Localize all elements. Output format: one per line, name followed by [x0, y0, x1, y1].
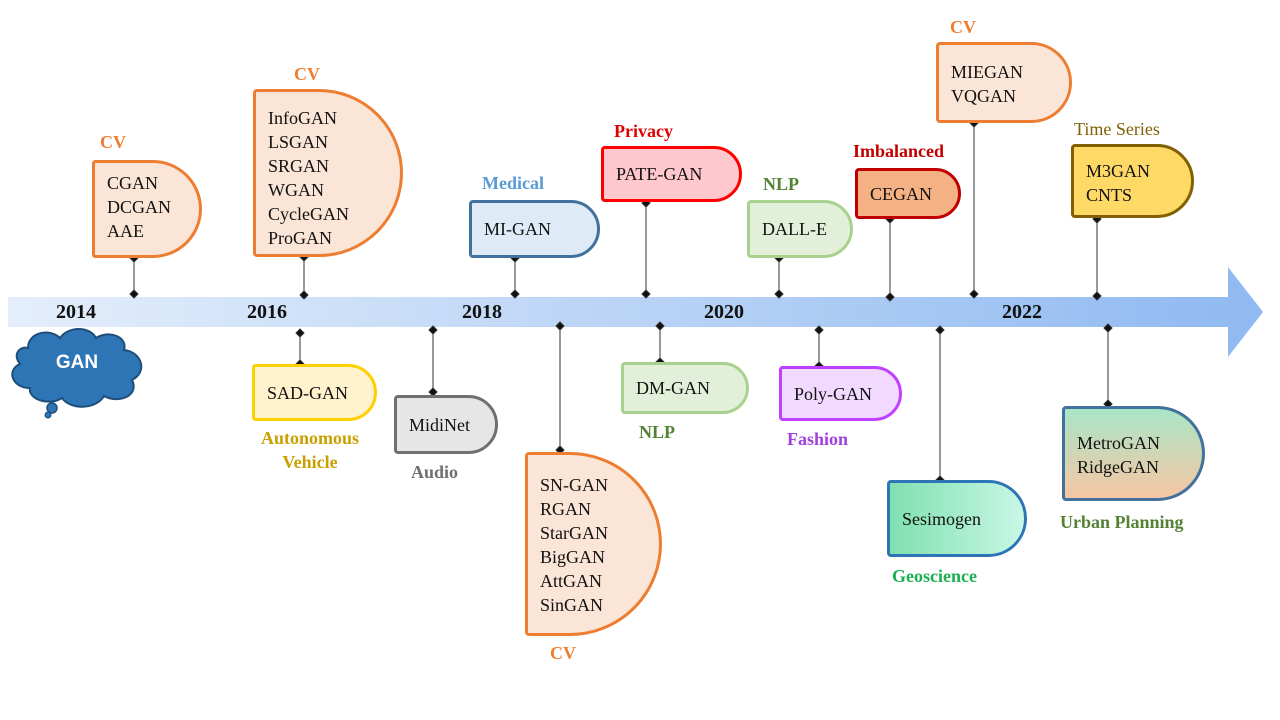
model-name: WGAN — [268, 180, 324, 200]
connector-diamond — [969, 289, 979, 299]
model-box-urban-planning: MetroGAN RidgeGAN — [1062, 406, 1205, 501]
category-label-nlp-dalle: NLP — [763, 174, 799, 194]
model-box-privacy: PATE-GAN — [601, 146, 742, 202]
model-name: MidiNet — [409, 415, 470, 435]
category-label-audio: Audio — [411, 462, 459, 482]
connector-diamond — [885, 292, 895, 302]
model-name: MI-GAN — [484, 219, 551, 239]
model-box-audio: MidiNet — [394, 395, 498, 454]
model-name: LSGAN — [268, 132, 329, 152]
model-box-fashion: Poly-GAN — [779, 366, 902, 421]
category-label-cv-2014: CV — [100, 132, 126, 152]
model-name: Poly-GAN — [794, 384, 873, 404]
model-box-cv-2018: SN-GAN RGAN StarGAN BigGAN AttGAN SinGAN — [525, 452, 662, 636]
model-name: VQGAN — [951, 86, 1016, 106]
connector-diamond — [129, 289, 139, 299]
model-name: DALL-E — [762, 219, 827, 239]
connector-diamond — [641, 289, 651, 299]
category-label-autonomous-vehicle: Autonomous Vehicle — [260, 428, 360, 472]
gan-root-label: GAN — [55, 352, 99, 373]
year-2016: 2016 — [247, 301, 287, 323]
model-box-nlp-dmgan: DM-GAN — [621, 362, 749, 414]
model-name: PATE-GAN — [616, 164, 703, 184]
year-2020: 2020 — [704, 301, 744, 323]
category-label-imbalanced: Imbalanced — [853, 141, 945, 161]
year-2018: 2018 — [462, 301, 502, 323]
category-label-privacy: Privacy — [614, 121, 673, 141]
model-name: StarGAN — [540, 523, 608, 543]
gan-cloud-icon — [11, 328, 143, 419]
model-box-cv-2014: CGAN DCGAN AAE — [92, 160, 202, 258]
model-name: MIEGAN — [951, 62, 1023, 82]
model-name: CNTS — [1086, 185, 1133, 205]
model-name: BigGAN — [540, 547, 606, 567]
connector-diamond — [510, 289, 520, 299]
model-name: AttGAN — [540, 571, 602, 591]
connector-diamond — [428, 325, 438, 335]
model-box-cv-2021: MIEGAN VQGAN — [936, 42, 1072, 123]
model-name: ProGAN — [268, 228, 333, 248]
connector-diamond — [1103, 323, 1113, 333]
category-label-cv-2018: CV — [550, 643, 576, 663]
model-box-cv-2016: InfoGAN LSGAN SRGAN WGAN CycleGAN ProGAN — [253, 89, 403, 257]
model-box-medical: MI-GAN — [469, 200, 600, 258]
model-name: InfoGAN — [268, 108, 337, 128]
model-name: MetroGAN — [1077, 433, 1160, 453]
connector-diamond — [655, 321, 665, 331]
category-label-nlp-dmgan: NLP — [639, 422, 675, 442]
category-label-urban-planning: Urban Planning — [1060, 512, 1184, 532]
model-name: SAD-GAN — [267, 383, 348, 403]
model-name: SRGAN — [268, 156, 330, 176]
connector-diamond — [555, 321, 565, 331]
timeline-arrow — [8, 267, 1263, 357]
model-name: DCGAN — [107, 197, 172, 217]
connector-diamond — [299, 290, 309, 300]
category-label-cv-2021: CV — [950, 17, 976, 37]
model-name: SinGAN — [540, 595, 604, 615]
model-name: CycleGAN — [268, 204, 349, 224]
model-name: CGAN — [107, 173, 159, 193]
model-name: AAE — [107, 221, 144, 241]
connector-diamond — [935, 325, 945, 335]
model-box-autonomous-vehicle: SAD-GAN — [252, 364, 377, 421]
model-box-geoscience: Sesimogen — [887, 480, 1027, 557]
model-name: RGAN — [540, 499, 592, 519]
category-label-medical: Medical — [482, 173, 544, 193]
model-name: CEGAN — [870, 184, 932, 204]
connector-diamond — [1092, 291, 1102, 301]
model-name: M3GAN — [1086, 161, 1151, 181]
category-label-geoscience: Geoscience — [892, 566, 977, 586]
model-name: RidgeGAN — [1077, 457, 1159, 477]
model-name: DM-GAN — [636, 378, 710, 398]
connector-diamond — [295, 328, 305, 338]
model-name: Sesimogen — [902, 509, 981, 529]
connector-diamond — [774, 289, 784, 299]
model-name: SN-GAN — [540, 475, 609, 495]
model-box-imbalanced: CEGAN — [855, 168, 961, 219]
category-label-fashion: Fashion — [787, 429, 849, 449]
category-label-cv-2016: CV — [294, 64, 320, 84]
year-2022: 2022 — [1002, 301, 1042, 323]
model-box-time-series: M3GAN CNTS — [1071, 144, 1194, 218]
connector-diamond — [814, 325, 824, 335]
year-2014: 2014 — [56, 301, 96, 323]
model-box-nlp-dalle: DALL-E — [747, 200, 853, 258]
category-label-time-series: Time Series — [1074, 119, 1160, 139]
